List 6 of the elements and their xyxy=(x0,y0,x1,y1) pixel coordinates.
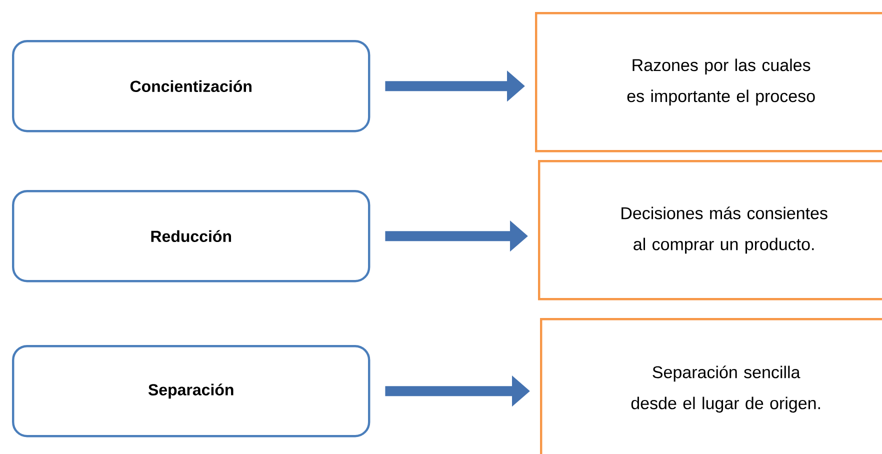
step-box: Separación xyxy=(12,345,370,438)
step-box: Reducción xyxy=(12,190,370,282)
description-box: Decisiones más consientes al comprar un producto. xyxy=(538,160,882,300)
step-box: Concientización xyxy=(12,40,370,132)
description-box: Razones por las cuales es importante el proceso xyxy=(535,12,882,152)
description-box: Separación sencilla desde el lugar de origen. xyxy=(540,318,882,454)
